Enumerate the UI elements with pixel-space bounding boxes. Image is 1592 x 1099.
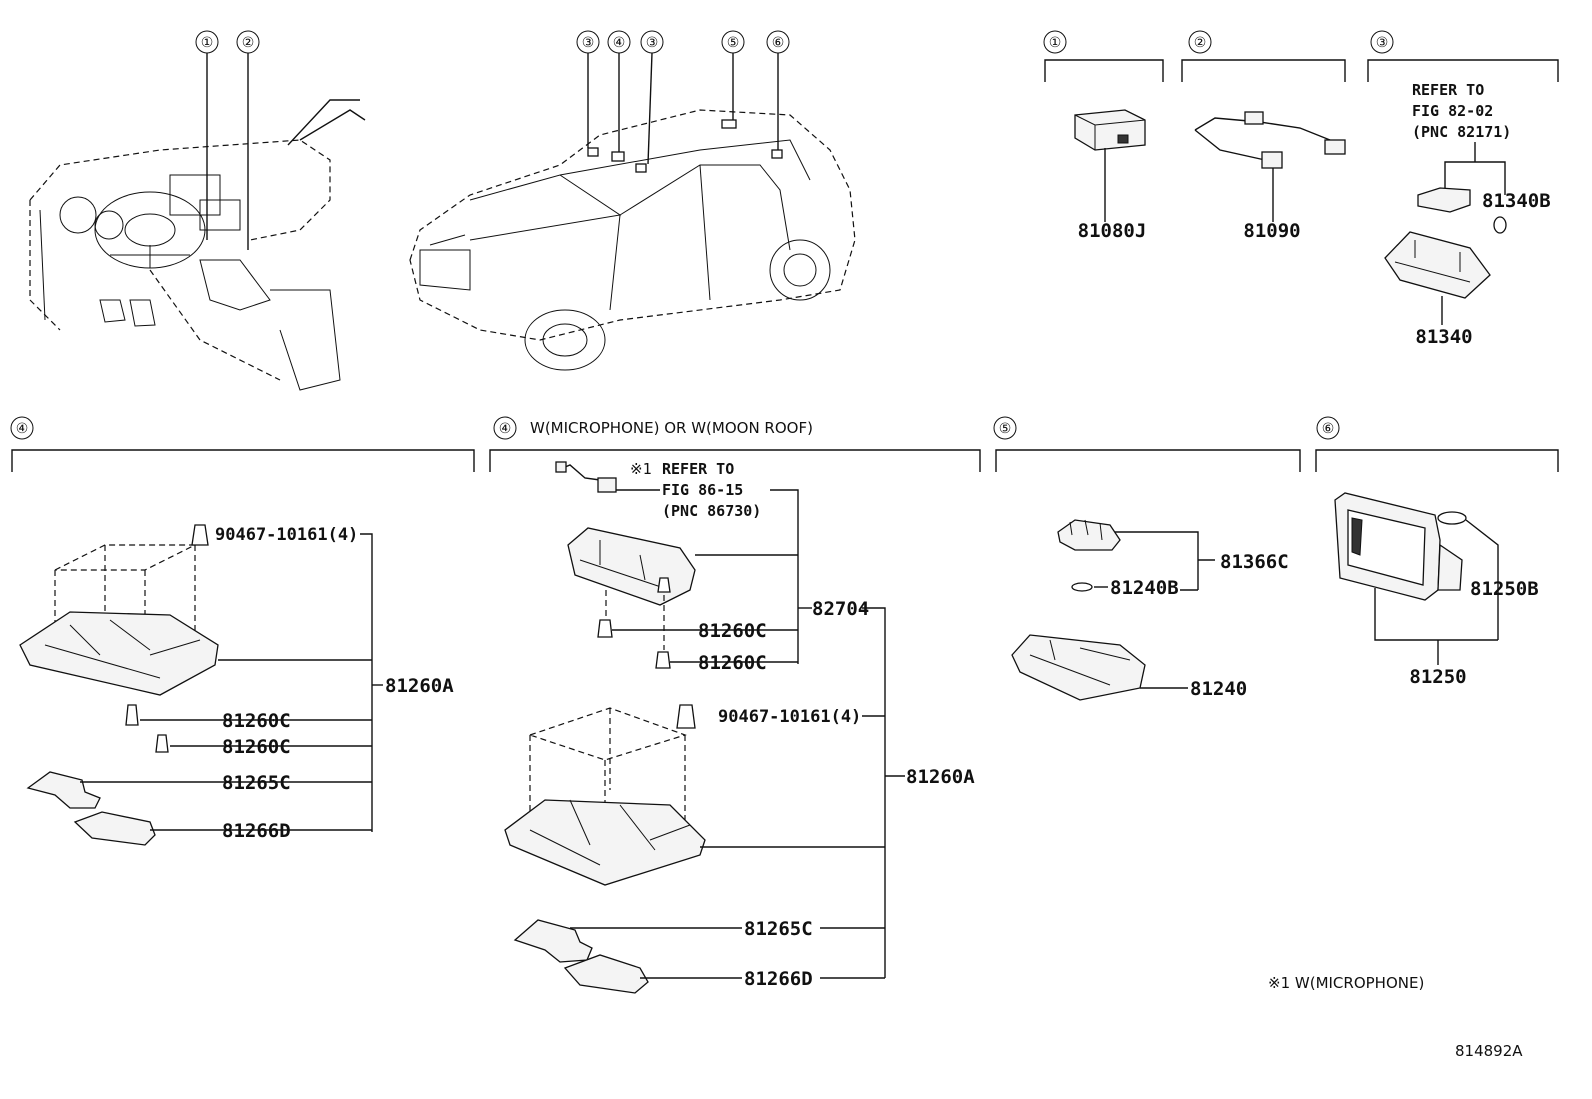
- callout-5-car: ⑤: [727, 35, 740, 51]
- part-82704-module: [567, 527, 696, 606]
- part-number-81260a-4b: 81260A: [906, 766, 975, 788]
- part-81340-socket: [1417, 187, 1471, 213]
- part-81260c-bulb-4b-2: [655, 651, 671, 669]
- switch-icon: [1351, 517, 1363, 556]
- section-1: ① 81080J: [1043, 30, 1164, 242]
- callout-3b-car: ③: [646, 35, 659, 51]
- part-number-81265c-4a: 81265C: [222, 772, 291, 794]
- part-number-81260c-4b-2: 81260C: [698, 652, 767, 674]
- ref-4b-line1: REFER TO: [662, 460, 734, 478]
- section-6: ⑥ 81250B 81250: [1315, 416, 1559, 688]
- figure-id: 814892A: [1455, 1042, 1523, 1060]
- section-4b-caption: W(MICROPHONE) OR W(MOON ROOF): [530, 419, 813, 437]
- ref-4b-line3: (PNC 86730): [662, 502, 761, 520]
- vehicle-illustration: [409, 109, 856, 371]
- callout-4b: ④: [499, 421, 512, 437]
- callout-4-car: ④: [613, 35, 626, 51]
- callout-3a-car: ③: [582, 35, 595, 51]
- part-number-81340: 81340: [1415, 326, 1472, 348]
- callout-6: ⑥: [1322, 421, 1335, 437]
- part-number-81266d-4b: 81266D: [744, 968, 813, 990]
- part-81265c-lens: [26, 771, 101, 809]
- callout-1-dash: ①: [201, 35, 214, 51]
- part-number-81240b: 81240B: [1110, 577, 1179, 599]
- section-3: ③ REFER TO FIG 82-02 (PNC 82171) 81340B …: [1367, 30, 1559, 348]
- callout-6-car: ⑥: [772, 35, 785, 51]
- part-81265c-lens-4b: [513, 919, 593, 963]
- section-4b: ④ W(MICROPHONE) OR W(MOON ROOF) ※1 REFER…: [489, 416, 981, 994]
- ref-note-line1: REFER TO: [1412, 81, 1484, 99]
- part-number-81090: 81090: [1243, 220, 1300, 242]
- vehicle-callouts: ③ ④ ③ ⑤ ⑥: [576, 30, 790, 165]
- part-81250b-bulb: [1437, 511, 1467, 525]
- part-81240b-bulb: [1071, 582, 1093, 592]
- part-81366c-socket: [1057, 519, 1121, 551]
- part-81260c-bulb1: [125, 704, 139, 726]
- part-number-81260c-4b-1: 81260C: [698, 620, 767, 642]
- part-81240-lamp: [1011, 634, 1146, 701]
- part-number-81260a-4a: 81260A: [385, 675, 454, 697]
- part-81260c-bulb2: [155, 734, 169, 753]
- dashboard-callouts: ① ②: [195, 30, 260, 250]
- part-90467-clip: [191, 524, 209, 546]
- ref-4b-line2: FIG 86-15: [662, 481, 743, 499]
- part-number-81265c-4b: 81265C: [744, 918, 813, 940]
- part-81260a-assembly: [19, 611, 219, 696]
- note-mark-4b: ※1: [630, 460, 652, 478]
- dashboard-illustration: [29, 99, 366, 391]
- footnote: ※1 W(MICROPHONE): [1268, 974, 1424, 992]
- section-4a: ④ 90467-10161(4) 81260A 81260C 81260C 81…: [10, 416, 475, 846]
- part-81340-lamp: [1384, 231, 1491, 299]
- part-number-81260c-4a-2: 81260C: [222, 736, 291, 758]
- part-number-81260c-4a-1: 81260C: [222, 710, 291, 732]
- part-number-82704: 82704: [812, 598, 869, 620]
- callout-2: ②: [1194, 35, 1207, 51]
- callout-3: ③: [1376, 35, 1389, 51]
- part-81340b-bulb: [1493, 216, 1507, 234]
- part-number-clip-4b: 90467-10161(4): [718, 707, 861, 727]
- part-number-81340b: 81340B: [1482, 190, 1551, 212]
- ref-note-line2: FIG 82-02: [1412, 102, 1493, 120]
- part-81080j-connector: [1074, 109, 1146, 151]
- part-number-81250b: 81250B: [1470, 578, 1539, 600]
- part-81266d-lens: [73, 811, 156, 846]
- part-number-81080j: 81080J: [1078, 220, 1147, 242]
- callout-5: ⑤: [999, 421, 1012, 437]
- part-81260a-assembly-4b: [504, 799, 706, 886]
- part-number-81266d-4a: 81266D: [222, 820, 291, 842]
- part-90467-clip-4b: [676, 704, 696, 729]
- callout-2-dash: ②: [242, 35, 255, 51]
- part-number-81240: 81240: [1190, 678, 1247, 700]
- callout-1: ①: [1049, 35, 1062, 51]
- part-number-81250: 81250: [1409, 666, 1466, 688]
- section-2: ② 81090: [1181, 30, 1346, 242]
- part-81260c-bulb-4b-1: [597, 619, 613, 638]
- ref-note-line3: (PNC 82171): [1412, 123, 1511, 141]
- section-5: ⑤ 81366C 81240B 81240: [993, 416, 1301, 701]
- part-81266d-lens-4b: [563, 954, 649, 994]
- part-number-clip-4a: 90467-10161(4): [215, 525, 358, 545]
- callout-4a: ④: [16, 421, 29, 437]
- part-number-81366c: 81366C: [1220, 551, 1289, 573]
